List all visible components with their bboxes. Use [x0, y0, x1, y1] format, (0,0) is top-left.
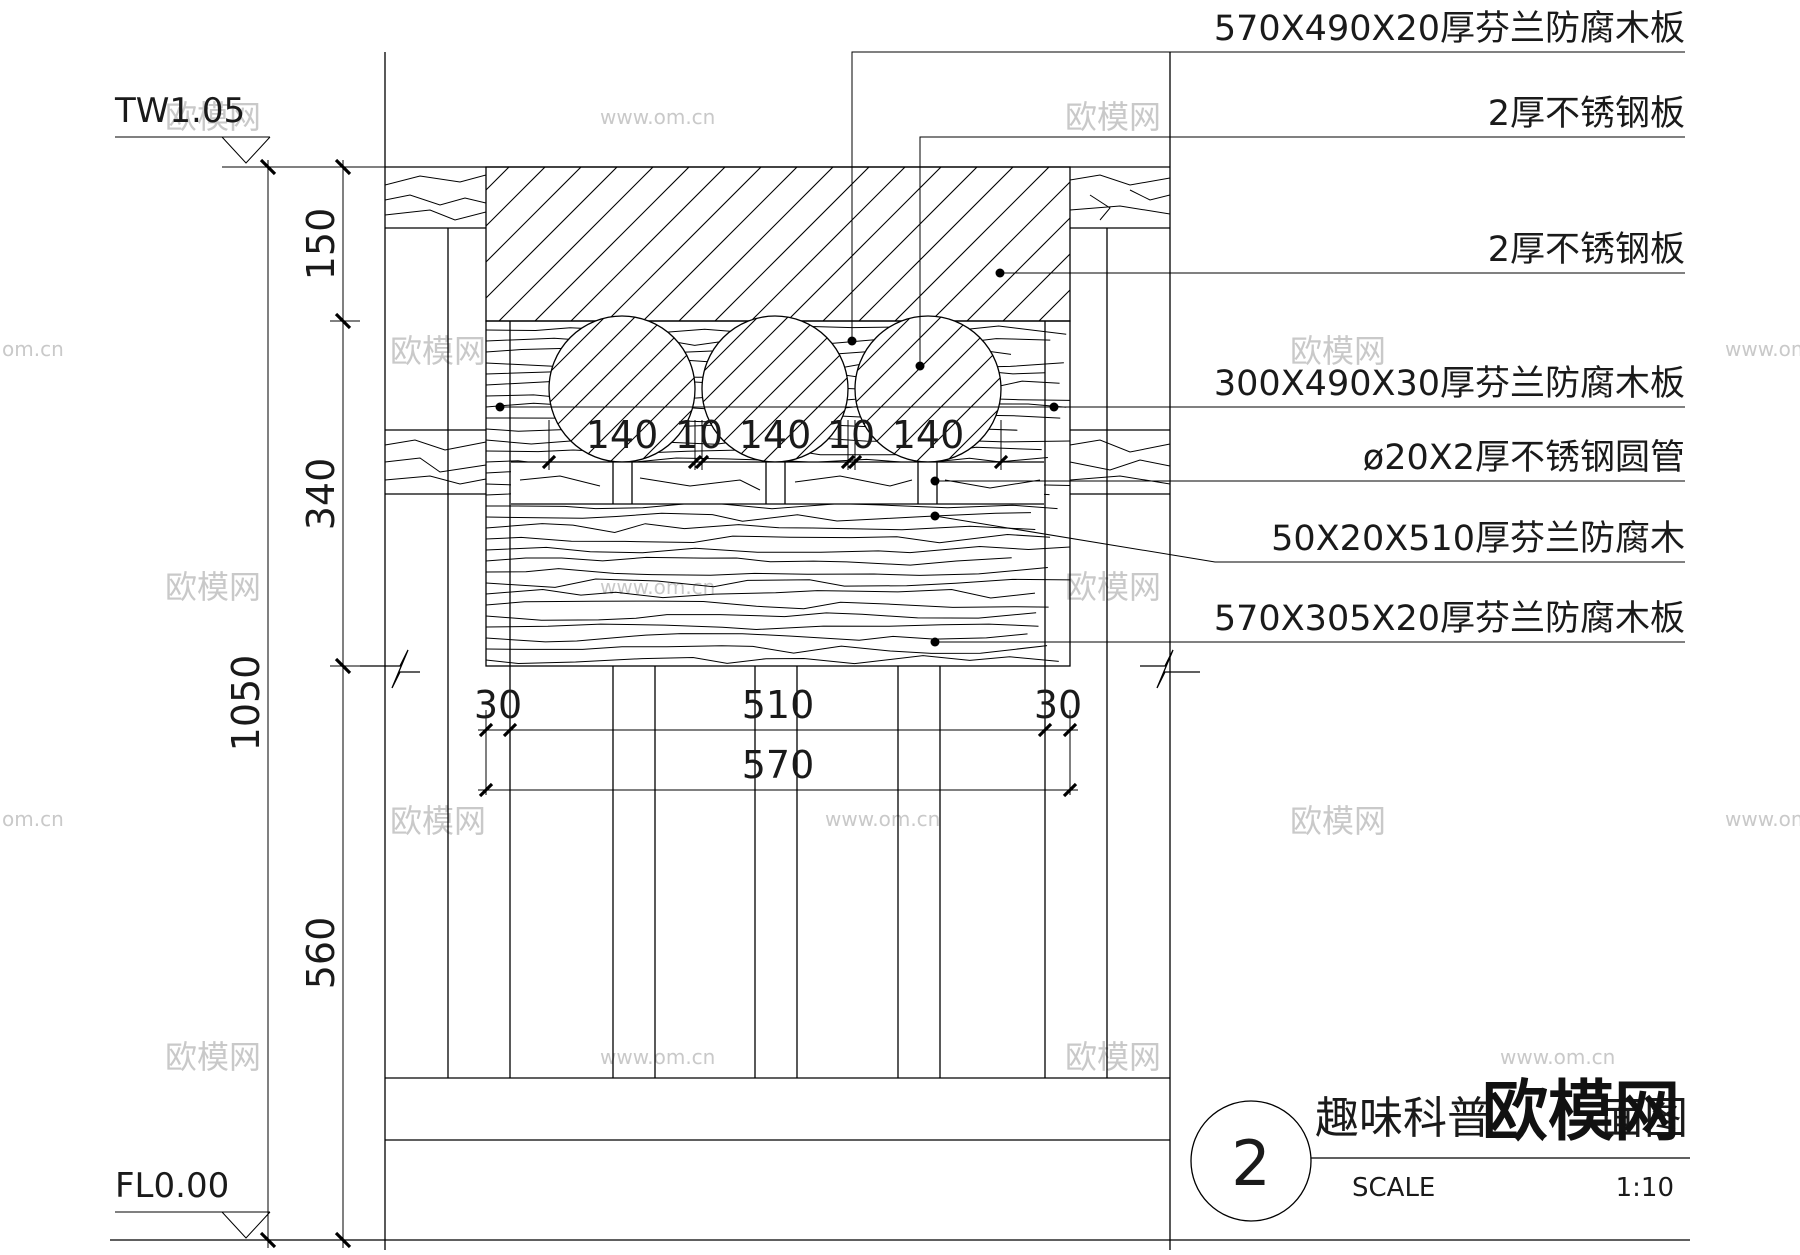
watermark-small: 欧模网 — [1065, 1038, 1161, 1076]
right-cap-grain — [1070, 174, 1170, 221]
watermark-url: www.om.cn — [1500, 1045, 1615, 1069]
dim-30: 30 — [1034, 683, 1082, 727]
watermark-url: www.om.cn — [1725, 337, 1800, 361]
vertical-dimensions: 150 340 1050 560 — [224, 158, 360, 1249]
watermark-url-edge: om.cn — [2, 807, 64, 831]
watermark-small: 欧模网 — [390, 332, 486, 370]
watermark-small: 欧模网 — [1290, 802, 1386, 840]
dim-1050: 1050 — [224, 655, 268, 752]
horizontal-dimensions: 140 10 140 10 140 30 510 30 570 — [474, 413, 1082, 798]
drawing-number-circle — [1190, 1100, 1312, 1222]
scale-value: 1:10 — [1616, 1173, 1674, 1203]
watermark-url: www.om.cn — [1725, 807, 1800, 831]
note-steel-plate-2: 2厚不锈钢板 — [1488, 230, 1685, 270]
dim-10: 10 — [827, 413, 875, 457]
note-finnish-wood-board-top: 570X490X20厚芬兰防腐木板 — [1214, 9, 1685, 49]
watermark-small: 欧模网 — [1290, 332, 1386, 370]
watermark-small: 欧模网 — [1065, 98, 1161, 136]
dim-560: 560 — [299, 917, 343, 990]
watermark-small: 欧模网 — [165, 568, 261, 606]
dim-140: 140 — [892, 413, 965, 457]
dim-570: 570 — [742, 743, 815, 787]
watermark-logo: 欧模网 — [1482, 1073, 1680, 1150]
drawing-title: 趣味科普 — [1315, 1093, 1491, 1144]
drawing-title-tail: 面图 — [1600, 1093, 1688, 1144]
dim-30: 30 — [474, 683, 522, 727]
level-label-bottom: FL0.00 — [115, 1166, 229, 1206]
right-mid-grain — [1069, 439, 1171, 485]
dim-140: 140 — [739, 413, 812, 457]
watermark-small: 欧模网 — [165, 1038, 261, 1076]
left-cap-grain — [385, 174, 486, 221]
leader-notes: 570X490X20厚芬兰防腐木板 2厚不锈钢板 2厚不锈钢板 300X490X… — [495, 9, 1685, 647]
watermark-small: 欧模网 — [390, 802, 486, 840]
watermark-url-edge: om.cn — [2, 337, 64, 361]
note-finnish-wood-board-300: 300X490X30厚芬兰防腐木板 — [1214, 364, 1685, 404]
watermark-small: 欧模网 — [165, 98, 261, 136]
dim-150: 150 — [299, 208, 343, 281]
dim-510: 510 — [742, 683, 815, 727]
watermark-url: www.om.cn — [600, 1045, 715, 1069]
note-steel-round-tube: ø20X2厚不锈钢圆管 — [1363, 438, 1685, 478]
structure-outline — [110, 52, 1690, 1250]
level-marker-bottom: FL0.00 — [115, 1166, 271, 1239]
watermark-small: 欧模网 — [1065, 568, 1161, 606]
note-finnish-wood-board-bottom: 570X305X20厚芬兰防腐木板 — [1214, 599, 1685, 639]
drawing-number: 2 — [1231, 1127, 1270, 1200]
watermark-url: www.om.cn — [825, 807, 940, 831]
dim-340: 340 — [299, 458, 343, 531]
watermark-url: www.om.cn — [600, 105, 715, 129]
top-block-hatch — [486, 167, 1070, 321]
support-battens — [511, 461, 1044, 505]
left-mid-grain — [384, 439, 487, 485]
watermark-layer: 欧模网 www.om.cn 欧模网 om.cn 欧模网 欧模网 www.om.c… — [2, 98, 1800, 1076]
dim-10: 10 — [675, 413, 723, 457]
note-steel-plate: 2厚不锈钢板 — [1488, 94, 1685, 134]
title-block: 2 趣味科普 面图 SCALE 1:10 — [1190, 1093, 1690, 1222]
note-finnish-wood-batten: 50X20X510厚芬兰防腐木 — [1271, 519, 1685, 559]
dim-140: 140 — [586, 413, 659, 457]
scale-label: SCALE — [1352, 1173, 1435, 1203]
level-label-top: TW1.05 — [114, 91, 245, 131]
